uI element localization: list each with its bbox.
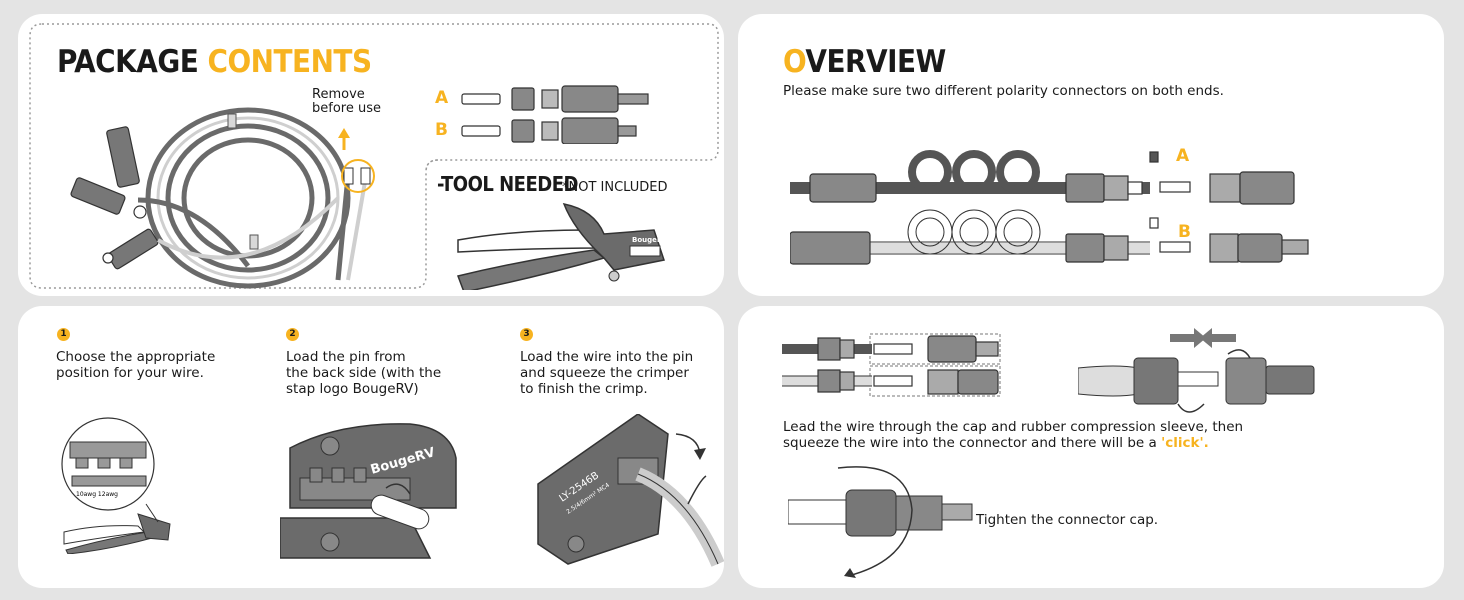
wire-into-connector-illustration [782,333,1001,397]
step-3-line-2: and squeeze the crimper [520,365,689,381]
step-2-line-1: Load the pin from [286,349,406,365]
step-3-line-1: Load the wire into the pin [520,349,694,365]
step-1-line-2: position for your wire. [56,365,204,381]
step-2-line-2: the back side (with the [286,365,442,381]
tighten-cap-illustration [788,466,973,578]
tool-not-included-note: *NOT INCLUDED [562,180,668,195]
connector-parts-illustration [461,85,649,144]
overview-description: Please make sure two different polarity … [783,83,1224,99]
tool-needed-title: -TOOL NEEDED [437,172,578,196]
step-2-badge: 2 [286,328,299,341]
step-1-illustration: 10awg 12awg [61,417,171,554]
cable-coil-illustration [70,107,375,289]
click-highlight: 'click'. [1161,435,1209,451]
overview-label-a: A [1176,146,1190,166]
package-title-main: PACKAGE [57,44,199,80]
assembly-line-1: Lead the wire through the cap and rubber… [783,419,1244,435]
package-title-accent: CONTENTS [207,44,373,80]
step-1-line-1: Choose the appropriate [56,349,216,365]
parts-label-a: A [435,88,449,108]
step-2-illustration: BougeRV [280,423,457,559]
step-3-line-3: to finish the crimp. [520,381,648,397]
dashed-border [29,23,719,289]
assembly-panel: Lead the wire through the cap and rubber… [738,306,1444,588]
overview-title-accent: O [783,44,806,80]
awg-label: 10awg 12awg [76,491,118,498]
remove-line-1: Remove [312,87,365,102]
tool-brand-text: BougeRV [632,236,668,244]
crimp-steps-panel: 1 Choose the appropriate position for yo… [18,306,724,588]
package-contents-panel: PACKAGE CONTENTS Remov [18,14,724,296]
crimping-tool-illustration: BougeRV [457,202,668,290]
overview-title: OVERVIEW [783,44,946,80]
assembly-line-2: squeeze the wire into the connector and … [783,435,1162,451]
parts-label-b: B [435,120,448,140]
overview-panel: OVERVIEW Please make sure two different … [738,14,1444,296]
step-3-text: Load the wire into the pin and squeeze t… [520,349,693,397]
step-2-line-3: stap logo BougeRV) [286,381,419,397]
step-1-badge: 1 [57,328,70,341]
package-title: PACKAGE CONTENTS [57,44,372,80]
click-in-illustration [1078,328,1315,413]
tighten-cap-text: Tighten the connector cap. [976,512,1159,528]
overview-cables-illustration [790,150,1309,265]
tool-needed-label: -TOOL NEEDED [437,172,578,196]
step-3-illustration: LY-2546B 2.5/4/6mm² MC4 [537,414,724,567]
step-1-text: Choose the appropriate position for your… [56,349,215,381]
step-3-badge: 3 [520,328,533,341]
overview-title-rest: VERVIEW [805,44,946,80]
step-2-text: Load the pin from the back side (with th… [286,349,441,397]
remove-before-use-note: Remove before use [312,88,381,116]
assembly-instruction: Lead the wire through the cap and rubber… [783,419,1243,451]
overview-label-b: B [1178,222,1191,242]
remove-line-2: before use [312,101,381,116]
